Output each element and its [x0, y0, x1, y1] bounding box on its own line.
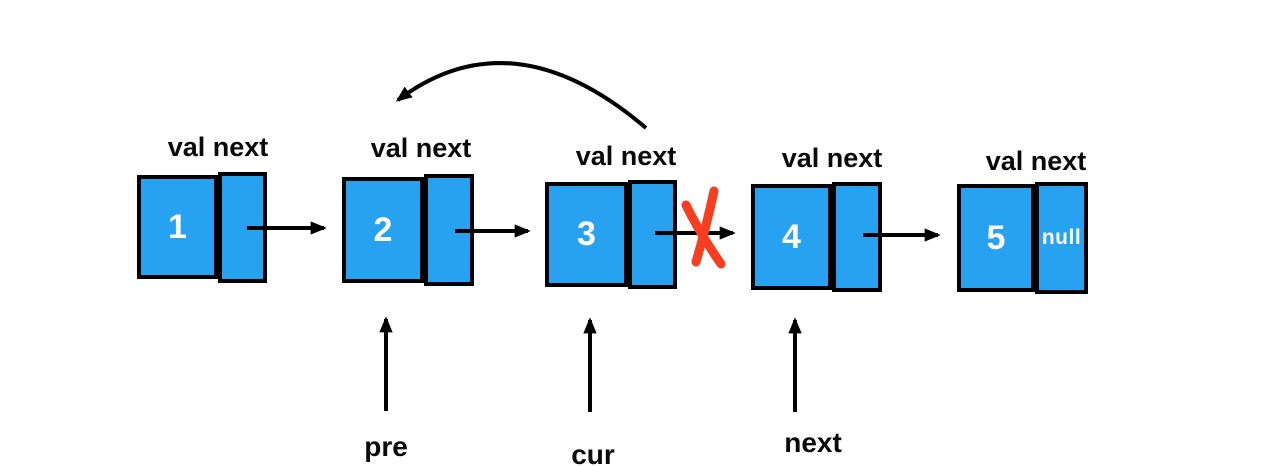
node-2-next-box — [424, 174, 474, 286]
node-3-value: 3 — [577, 215, 596, 253]
node-5-next-value: null — [1041, 226, 1082, 249]
node-1-val-box: 1 — [137, 175, 218, 279]
next-pointer-label: next — [784, 427, 842, 458]
cur-pointer-label: cur — [571, 439, 615, 466]
node-3-next-box — [628, 180, 677, 289]
broken-link-cross-icon — [691, 186, 719, 267]
node-4-field-label: val next — [781, 143, 883, 173]
node-2-val-box: 2 — [342, 177, 424, 283]
node-4-value: 4 — [782, 217, 801, 256]
reverse-link-arrow — [395, 61, 648, 130]
node-4-val-box: 4 — [751, 184, 832, 290]
node-1-value: 1 — [168, 207, 187, 246]
node-4-next-box — [832, 182, 882, 292]
node-3-field-label: val next — [575, 141, 677, 171]
node-5-field-label: val next — [985, 146, 1087, 176]
node-3-val-box: 3 — [545, 182, 628, 287]
node-5-next-box: null — [1035, 182, 1088, 294]
pre-pointer-label: pre — [364, 431, 408, 462]
node-5-val-box: 5 — [957, 184, 1035, 292]
broken-link-cross-icon — [681, 200, 726, 269]
node-5-value: 5 — [986, 218, 1006, 257]
node-2-field-label: val next — [370, 133, 472, 163]
node-1-field-label: val next — [167, 132, 269, 162]
node-1-next-box — [218, 172, 267, 283]
node-2-value: 2 — [373, 210, 393, 249]
